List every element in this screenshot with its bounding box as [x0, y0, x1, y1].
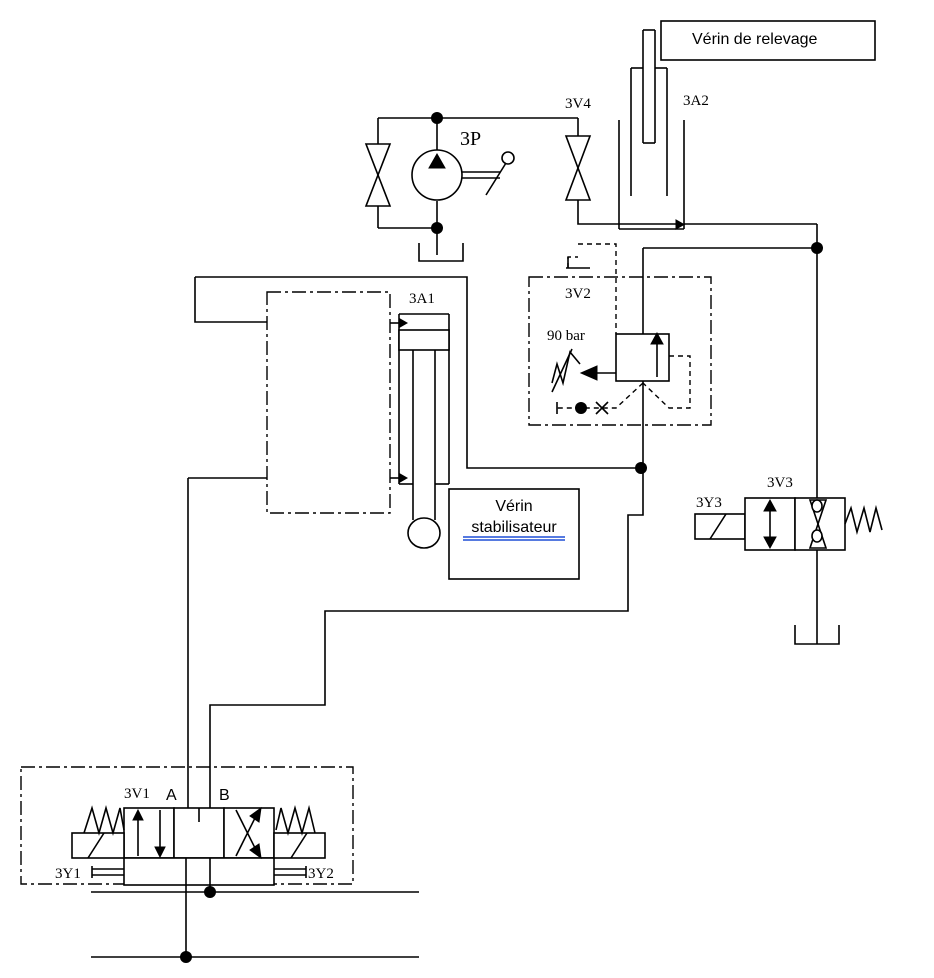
valve-3v2-label: 3V2	[565, 286, 591, 302]
valve-3v3-label: 3V3	[767, 475, 793, 491]
solenoid-3y1-label: 3Y1	[55, 866, 81, 882]
solenoid-3y3-label: 3Y3	[696, 495, 722, 511]
junction-dot	[180, 951, 192, 963]
valve-3v4-label: 3V4	[565, 96, 591, 112]
supply-lines	[91, 858, 419, 958]
valve-3v1-label: 3V1	[124, 786, 150, 802]
pump-tank-icon	[418, 243, 464, 262]
port-a-label: A	[166, 787, 177, 804]
valve-3v1-icon	[71, 804, 326, 886]
port-b-label: B	[219, 787, 230, 804]
junction-dot	[635, 462, 647, 474]
junction-dot	[431, 112, 443, 124]
cylinder-3a1-label: 3A1	[409, 291, 435, 307]
valve-3v3-icon	[694, 497, 883, 645]
cylinder-3a1	[390, 313, 450, 549]
cylinder-3a2-label: 3A2	[683, 93, 709, 109]
stabilizer-label-line1: Vérin	[495, 498, 532, 515]
solenoid-3y2-label: 3Y2	[308, 866, 334, 882]
cylinder-3a1-boundary	[266, 291, 391, 514]
junction-dot	[204, 886, 216, 898]
stabilizer-label-line2: stabilisateur	[471, 519, 557, 536]
cylinder-lines	[187, 276, 644, 808]
cylinder-3a2	[618, 29, 685, 230]
junction-dot	[431, 222, 443, 234]
valve-3v4-icon	[564, 118, 686, 230]
junction-dot	[811, 242, 823, 254]
stabilizer-label-box: Vérin stabilisateur	[448, 488, 580, 580]
valve-3v2-boundary	[528, 276, 712, 426]
lifting-cylinder-label-box: Vérin de relevage	[660, 20, 876, 61]
valve-3v2-body	[551, 248, 691, 468]
right-main-line	[643, 223, 818, 498]
junction-dot	[575, 402, 587, 414]
lifting-cylinder-label: Vérin de relevage	[692, 31, 818, 48]
pump-3p-icon	[411, 149, 515, 201]
valve-3v2-pilot	[566, 243, 617, 334]
pressure-label: 90 bar	[547, 328, 585, 344]
pump-side-valve-icon	[364, 143, 392, 207]
pump-label: 3P	[460, 128, 481, 150]
